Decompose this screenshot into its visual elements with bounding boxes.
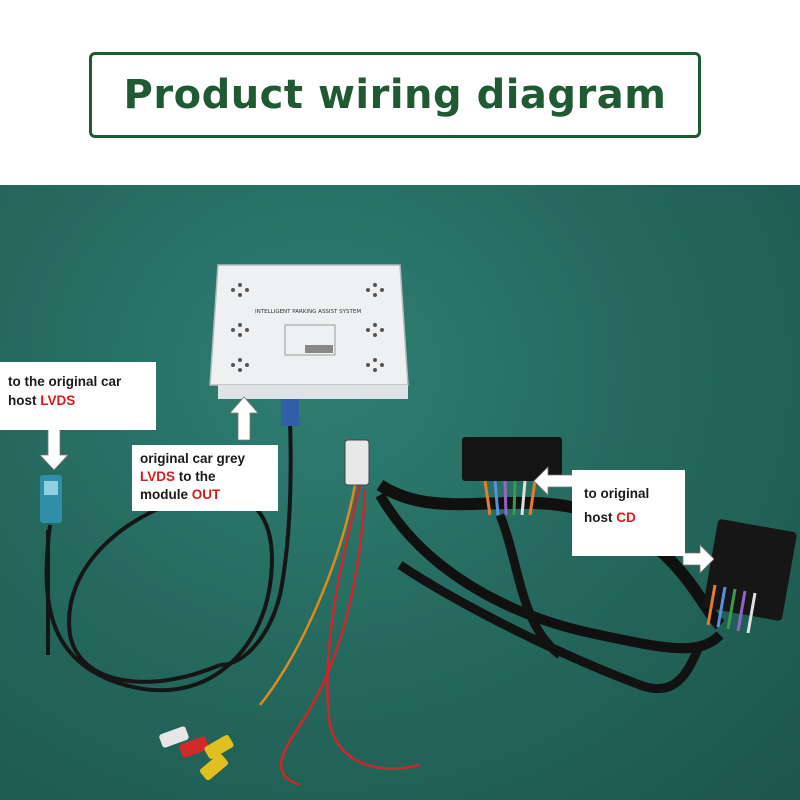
callout-grey-lvds-line1: original car grey: [140, 451, 246, 466]
module-out-cable: [219, 419, 293, 667]
wiring-illustration: INTELLIGENT PARKING ASSIST SYSTEM: [39, 264, 797, 787]
product-photo: INTELLIGENT PARKING ASSIST SYSTEM to the…: [0, 185, 800, 800]
cd-connector-top: [462, 437, 562, 481]
rca-plugs: [159, 726, 234, 781]
callout-grey-lvds-line2: to the: [175, 469, 216, 484]
cd-wires-top: [483, 480, 537, 516]
callout-lvds-host-line1: to the original car: [8, 374, 122, 389]
callout-lvds-host-highlight: LVDS: [40, 393, 76, 408]
callout-grey-lvds-out: OUT: [191, 487, 221, 502]
arrow-down-lvds-icon: [39, 427, 69, 471]
red-wire-1: [326, 484, 421, 770]
module-label-text: INTELLIGENT PARKING ASSIST SYSTEM: [255, 309, 361, 315]
title-box: Product wiring diagram: [89, 52, 701, 138]
callout-grey-lvds-highlight: LVDS: [140, 469, 176, 484]
cd-connector-right: [703, 519, 797, 621]
callout-lvds-host: to the original car host LVDS: [0, 362, 156, 430]
inline-relay: [344, 439, 370, 486]
arrow-right-cd-icon: [682, 544, 715, 574]
cd-wires-right: [706, 584, 757, 634]
callout-grey-lvds-line3: module: [140, 487, 192, 502]
module-box: INTELLIGENT PARKING ASSIST SYSTEM: [209, 264, 409, 399]
callout-cd-host-highlight: CD: [616, 510, 636, 525]
arrow-up-module-icon: [229, 396, 259, 441]
callout-cd-host-line1: to original: [584, 486, 650, 501]
callout-cd-host: to original host CD: [572, 470, 685, 556]
arrow-icon: [39, 396, 715, 574]
page-title: Product wiring diagram: [123, 72, 667, 118]
red-wire-2: [280, 489, 367, 787]
callout-grey-lvds: original car grey LVDS to the module OUT: [132, 445, 278, 511]
callout-lvds-host-line2: host: [8, 393, 41, 408]
callout-cd-host-line2: host: [584, 510, 617, 525]
arrow-left-cd-icon: [533, 466, 574, 496]
orange-wire: [259, 484, 357, 706]
